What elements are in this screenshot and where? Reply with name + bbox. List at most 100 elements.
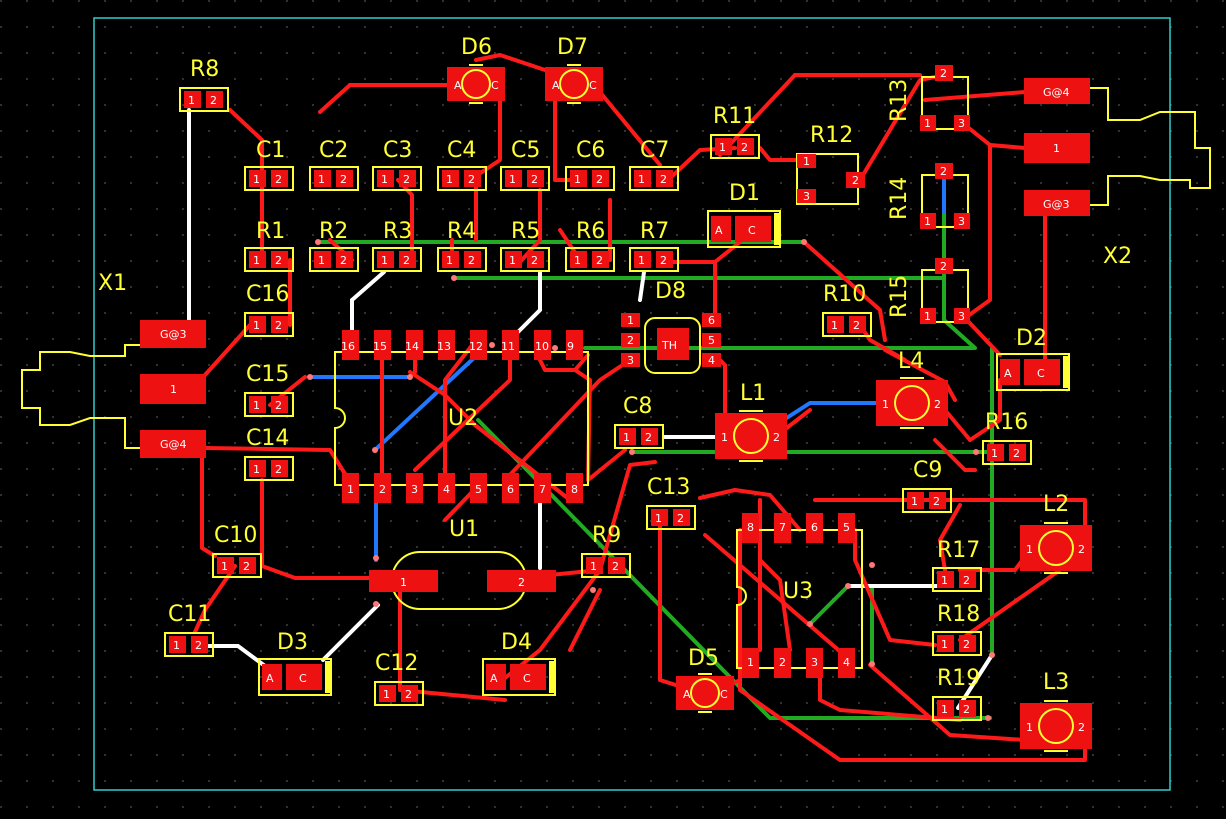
c14-pad-1 — [249, 460, 266, 477]
u2-pin-top-1-label: 15 — [373, 340, 387, 353]
pot-r12[interactable]: 1 2 3 — [796, 153, 865, 205]
connector-x1[interactable]: G@3 1 G@4 — [21, 320, 206, 458]
r8-pad-2-label: 2 — [210, 94, 217, 107]
c4-pad-1 — [442, 170, 459, 187]
c6-pad-1 — [570, 170, 587, 187]
u2-pin-bot-3-label: 4 — [443, 483, 450, 496]
r2-pad-2 — [336, 251, 353, 268]
u1-pad-2-label: 2 — [518, 576, 525, 589]
c16-pad-2 — [271, 316, 288, 333]
r8-pad-1-label: 1 — [188, 94, 195, 107]
c11-ref-label: C11 — [168, 602, 211, 627]
u1-pad-2 — [487, 570, 556, 592]
l3-ref-label: L3 — [1043, 670, 1069, 695]
r19-pad-2 — [959, 700, 976, 717]
blue-traces — [308, 178, 946, 562]
r17-pad-1 — [937, 571, 954, 588]
c1-pad-1 — [249, 170, 266, 187]
u2-pin-bot-4-label: 5 — [475, 483, 482, 496]
r12-ref-label: R12 — [810, 123, 853, 148]
c7-pad-1-label: 1 — [638, 173, 645, 186]
connector-x2[interactable]: G@4 1 G@3 — [1024, 78, 1211, 216]
r4-ref-label: R4 — [447, 219, 476, 244]
x1-pad-1-label: 1 — [170, 383, 177, 396]
r9-pad-2 — [608, 557, 625, 574]
l1-ref-label: L1 — [740, 381, 766, 406]
c6-pad-2 — [592, 170, 609, 187]
r6-pad-2-label: 2 — [596, 254, 603, 267]
u2-pin-bot-1-label: 2 — [379, 483, 386, 496]
c4-ref-label: C4 — [447, 138, 476, 163]
u3-pin-bot-1-label: 2 — [779, 656, 786, 669]
c16-pad-1-label: 1 — [253, 319, 260, 332]
crystal-u1[interactable]: 1 2 — [369, 551, 556, 610]
c11-pad-2 — [191, 636, 208, 653]
c4-pad-2-label: 2 — [468, 173, 475, 186]
c1-pad-2-label: 2 — [275, 173, 282, 186]
c10-pad-1 — [217, 557, 234, 574]
u2-pin-top-6 — [534, 330, 551, 360]
c12-pad-1-label: 1 — [383, 688, 390, 701]
u2-pin-top-2 — [406, 330, 423, 360]
u3-pin-top-2-label: 6 — [811, 521, 818, 534]
c7-pad-1 — [634, 170, 651, 187]
c13-pad-2 — [673, 509, 690, 526]
c15-pad-1-label: 1 — [253, 399, 260, 412]
c13-ref-label: C13 — [647, 475, 690, 500]
r17-ref-label: R17 — [937, 538, 980, 563]
r15-ref-label: R15 — [887, 275, 912, 318]
r11-pad-2 — [737, 138, 754, 155]
u2-pin-bot-3 — [438, 473, 455, 503]
d8-pin-left-1: 2 — [627, 334, 634, 347]
